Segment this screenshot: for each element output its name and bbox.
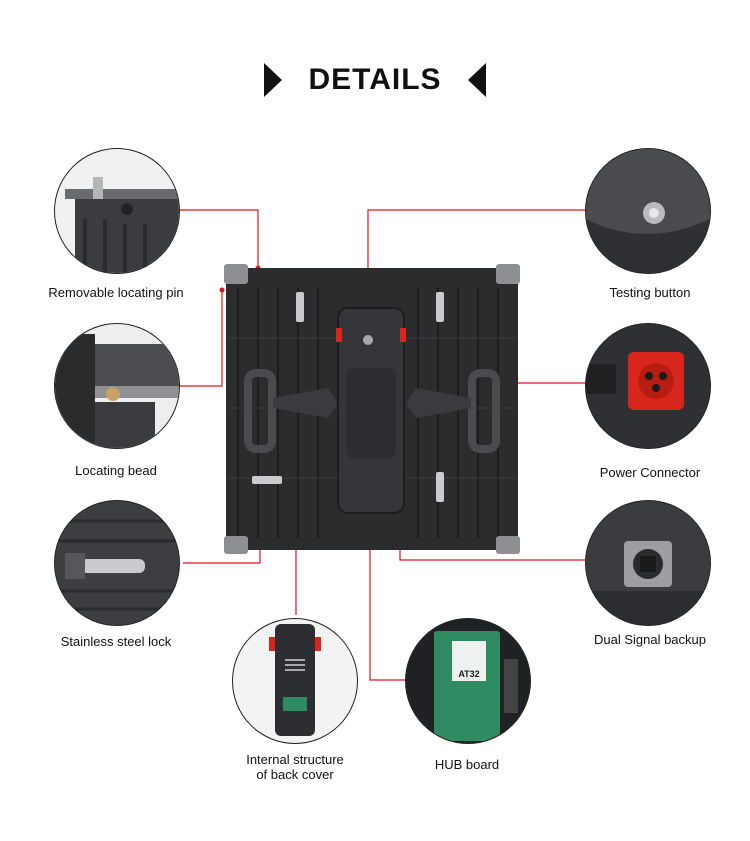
caption-internal-structure-line2: of back cover — [256, 767, 334, 782]
caption-testing-button: Testing button — [609, 285, 691, 300]
locating-bead-detail-image — [54, 323, 180, 449]
leader-line-locating-pin — [180, 209, 259, 268]
caption-internal-structure: Internal structure of back cover — [210, 752, 380, 782]
led-cabinet-back-panel — [218, 258, 526, 558]
heading-arrow-left-icon — [467, 63, 486, 97]
heading-arrow-right-icon — [264, 63, 283, 97]
caption-locating-bead: Locating bead — [75, 463, 157, 478]
leader-line-locating-bead — [180, 290, 223, 387]
caption-power-connector: Power Connector — [599, 465, 701, 480]
steel-lock-detail-image — [54, 500, 180, 626]
caption-internal-structure-line1: Internal structure — [246, 752, 344, 767]
section-heading: DETAILS — [0, 55, 750, 105]
locating-pin-detail-image — [54, 148, 180, 274]
dual-signal-detail-image — [585, 500, 711, 626]
testing-button-detail-image — [585, 148, 711, 274]
caption-stainless-steel-lock: Stainless steel lock — [60, 634, 172, 649]
hub-board-detail-image: AT32 — [405, 618, 531, 744]
power-connector-detail-image — [585, 323, 711, 449]
caption-hub-board: HUB board — [434, 757, 500, 772]
page-title: DETAILS — [308, 63, 442, 96]
hub-board-chip-label: AT32 — [458, 669, 479, 679]
back-cover-detail-image — [232, 618, 358, 744]
caption-dual-signal-backup: Dual Signal backup — [593, 632, 707, 647]
caption-removable-locating-pin: Removable locating pin — [48, 285, 184, 300]
